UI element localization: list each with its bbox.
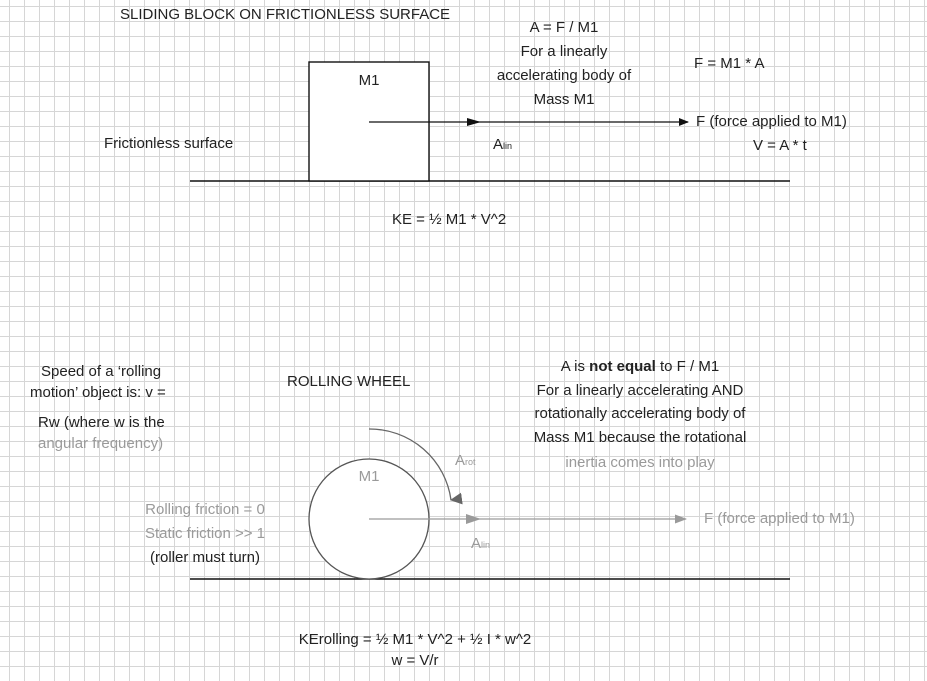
- friction-line: Rolling friction = 0: [145, 501, 265, 518]
- omega-formula: w = V/r: [391, 652, 439, 669]
- statement-suffix: to F / M1: [655, 358, 720, 375]
- friction-line: Static friction >> 1: [144, 525, 266, 542]
- bottom-section-title: ROLLING WHEEL: [287, 373, 411, 390]
- accel-subscript: rot: [465, 457, 476, 467]
- desc-line: inertia comes into play: [565, 454, 715, 471]
- speed-line: Rw (where w is the: [38, 414, 165, 431]
- desc-line: Mass M1: [533, 91, 595, 108]
- accel-symbol: A: [493, 136, 504, 153]
- accel-subscript: lin: [503, 141, 513, 151]
- kinetic-energy-formula: KE = ½ M1 * V^2: [392, 211, 507, 228]
- speed-line: Speed of a ‘rolling: [41, 363, 162, 380]
- accel-subscript: lin: [481, 540, 491, 550]
- desc-line: For a linearly accelerating AND: [536, 382, 744, 399]
- rotational-accel-label: Arot: [455, 451, 476, 472]
- formula-f: F = M1 * A: [694, 55, 765, 72]
- friction-line: (roller must turn): [149, 549, 261, 566]
- speed-line: motion’ object is: v =: [30, 384, 166, 401]
- top-accel-arrowhead: [467, 118, 481, 126]
- force-label: F (force applied to M1): [696, 113, 847, 130]
- velocity-formula: V = A * t: [753, 137, 807, 154]
- accel-symbol: A: [471, 535, 482, 552]
- desc-line: rotationally accelerating body of: [534, 405, 746, 422]
- accel-symbol: A: [455, 452, 466, 469]
- block-label: M1: [358, 72, 380, 89]
- desc-line: For a linearly: [520, 43, 608, 60]
- surface-label: Frictionless surface: [104, 135, 234, 152]
- force-label: F (force applied to M1): [704, 510, 855, 527]
- speed-line: angular frequency): [38, 435, 164, 452]
- formula-a: A = F / M1: [529, 19, 599, 36]
- wheel-label: M1: [358, 468, 380, 485]
- desc-line: Mass M1 because the rotational: [533, 429, 747, 446]
- linear-accel-label: Alin: [493, 135, 512, 156]
- statement-prefix: A is: [560, 358, 590, 375]
- rotation-arc-arrow: [368, 428, 463, 505]
- statement-bold: not equal: [589, 358, 656, 375]
- not-equal-statement: A is not equal to F / M1: [490, 357, 790, 376]
- top-section-title: SLIDING BLOCK ON FRICTIONLESS SURFACE: [120, 6, 451, 23]
- rolling-ke-formula: KErolling = ½ M1 * V^2 + ½ I * w^2: [298, 631, 532, 648]
- linear-accel-label: Alin: [471, 534, 490, 555]
- bottom-accel-arrowhead: [466, 514, 481, 524]
- desc-line: accelerating body of: [496, 67, 632, 84]
